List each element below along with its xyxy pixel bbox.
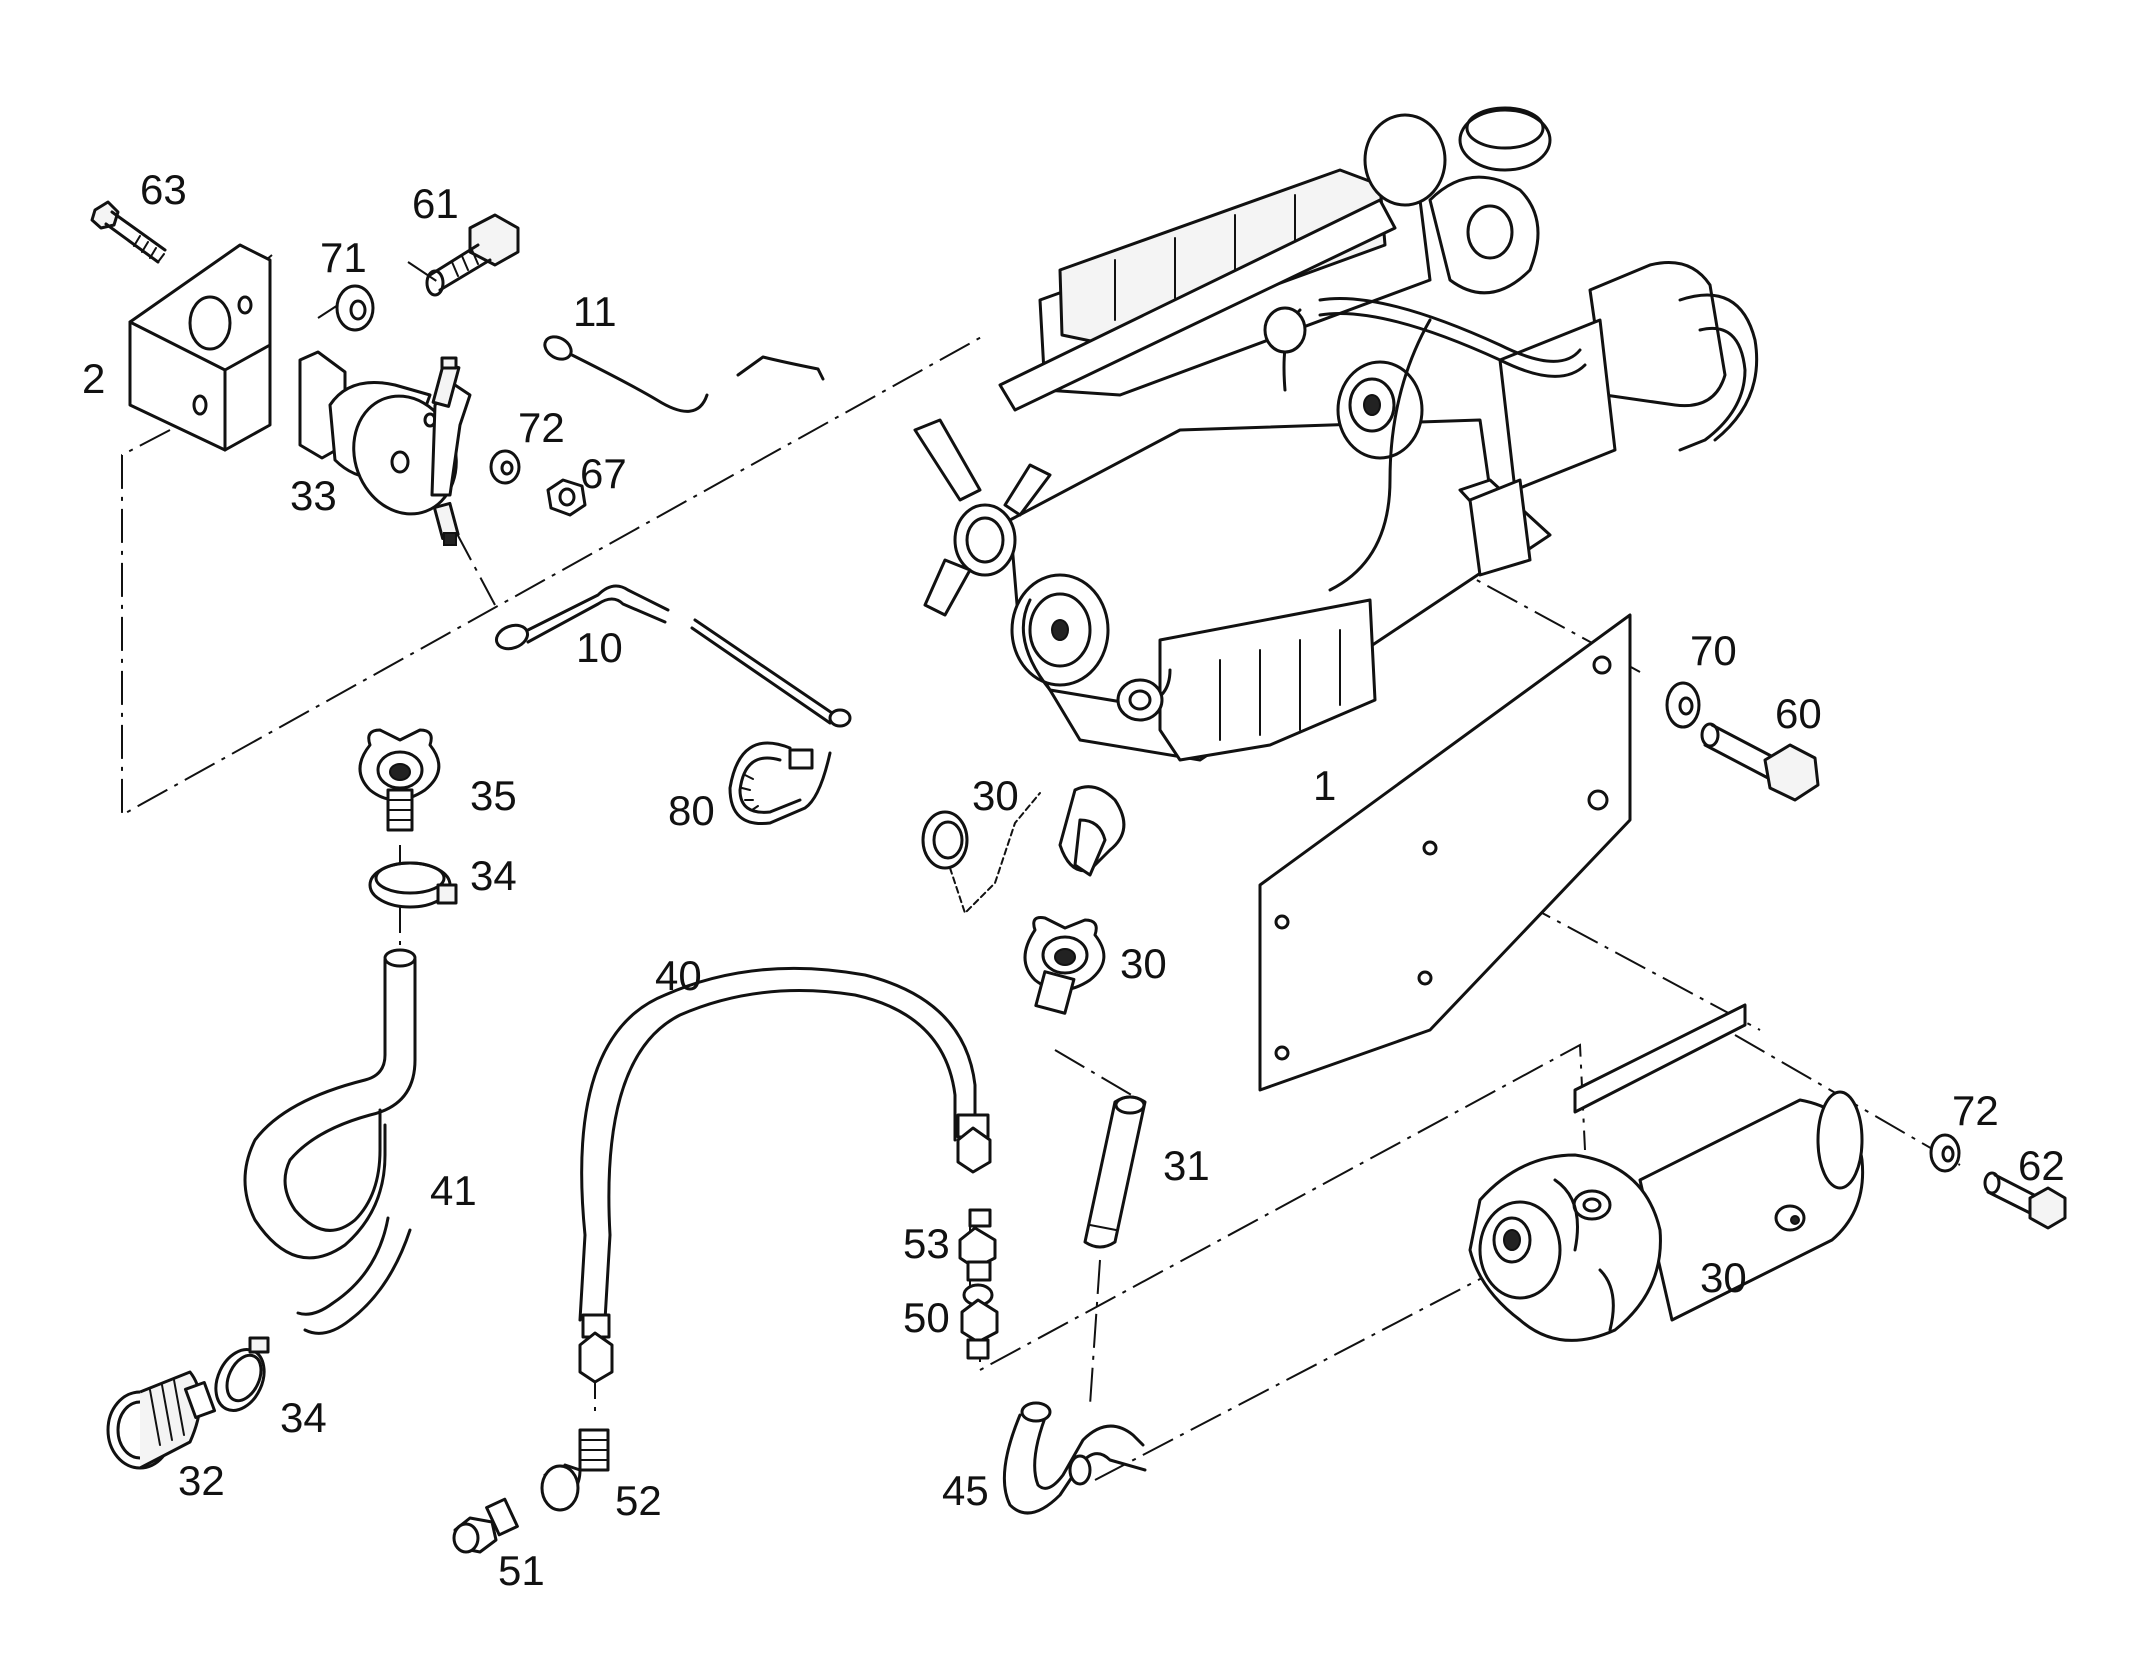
cable-tie-80 — [728, 741, 832, 826]
label-41: 41 — [430, 1167, 477, 1214]
claw-coupling-30 — [1023, 916, 1106, 1015]
label-63: 63 — [140, 166, 187, 213]
wire-10 — [495, 584, 852, 728]
label-34-bottom: 34 — [280, 1394, 327, 1441]
nipple-51 — [452, 1497, 519, 1554]
label-35: 35 — [470, 772, 517, 819]
label-61: 61 — [412, 180, 459, 227]
label-45: 45 — [942, 1467, 989, 1514]
hose-41 — [243, 948, 417, 1335]
label-62: 62 — [2018, 1142, 2065, 1189]
label-30-cap: 30 — [972, 772, 1019, 819]
claw-coupling-35 — [358, 728, 441, 832]
label-70: 70 — [1690, 627, 1737, 674]
hose-clamp-34-bottom — [214, 1336, 270, 1412]
washer-71 — [335, 284, 375, 332]
elbow-52 — [540, 1428, 610, 1512]
hydraulic-pump-30 — [1468, 1003, 1865, 1342]
label-10: 10 — [576, 624, 623, 671]
hose-31 — [1083, 1095, 1147, 1249]
label-34-top: 34 — [470, 852, 517, 899]
bolt-61 — [425, 213, 520, 297]
label-31: 31 — [1163, 1142, 1210, 1189]
wire-11 — [543, 335, 825, 413]
label-11: 11 — [573, 288, 617, 335]
label-32: 32 — [178, 1457, 225, 1504]
label-72-top: 72 — [518, 404, 565, 451]
label-52: 52 — [615, 1477, 662, 1524]
strainer-32 — [106, 1370, 217, 1470]
washer-70 — [1665, 681, 1701, 729]
label-40: 40 — [655, 952, 702, 999]
bolt-63 — [90, 200, 167, 264]
label-30-pump: 30 — [1700, 1254, 1747, 1301]
mounting-bracket-2 — [128, 243, 272, 452]
washer-72-bottom — [1929, 1133, 1961, 1173]
bolt-62 — [1983, 1171, 2067, 1230]
hose-clamp-34-top — [368, 861, 458, 909]
label-72-bottom: 72 — [1952, 1087, 1999, 1134]
label-2: 2 — [82, 355, 105, 402]
label-80: 80 — [668, 787, 715, 834]
label-50: 50 — [903, 1294, 950, 1341]
label-30-coupling: 30 — [1120, 940, 1167, 987]
label-51: 51 — [498, 1547, 545, 1594]
diesel-engine — [913, 106, 1759, 762]
label-71: 71 — [320, 234, 367, 281]
hose-45 — [1002, 1401, 1147, 1515]
adapter-plate-1 — [1258, 613, 1632, 1092]
dust-cap-30 — [921, 785, 1126, 914]
label-33: 33 — [290, 472, 337, 519]
hose-40 — [578, 966, 992, 1384]
bolt-60 — [1700, 722, 1820, 802]
label-60: 60 — [1775, 690, 1822, 737]
fitting-53 — [958, 1208, 997, 1282]
label-1: 1 — [1313, 762, 1336, 809]
label-67: 67 — [580, 450, 627, 497]
fuel-pump-33 — [298, 350, 472, 546]
nut-67 — [546, 478, 587, 517]
label-53: 53 — [903, 1220, 950, 1267]
washer-72-top — [489, 449, 521, 485]
part-labels: 63 61 71 2 11 72 67 33 10 35 34 80 30 1 … — [82, 166, 2065, 1594]
fitting-50 — [960, 1283, 999, 1360]
